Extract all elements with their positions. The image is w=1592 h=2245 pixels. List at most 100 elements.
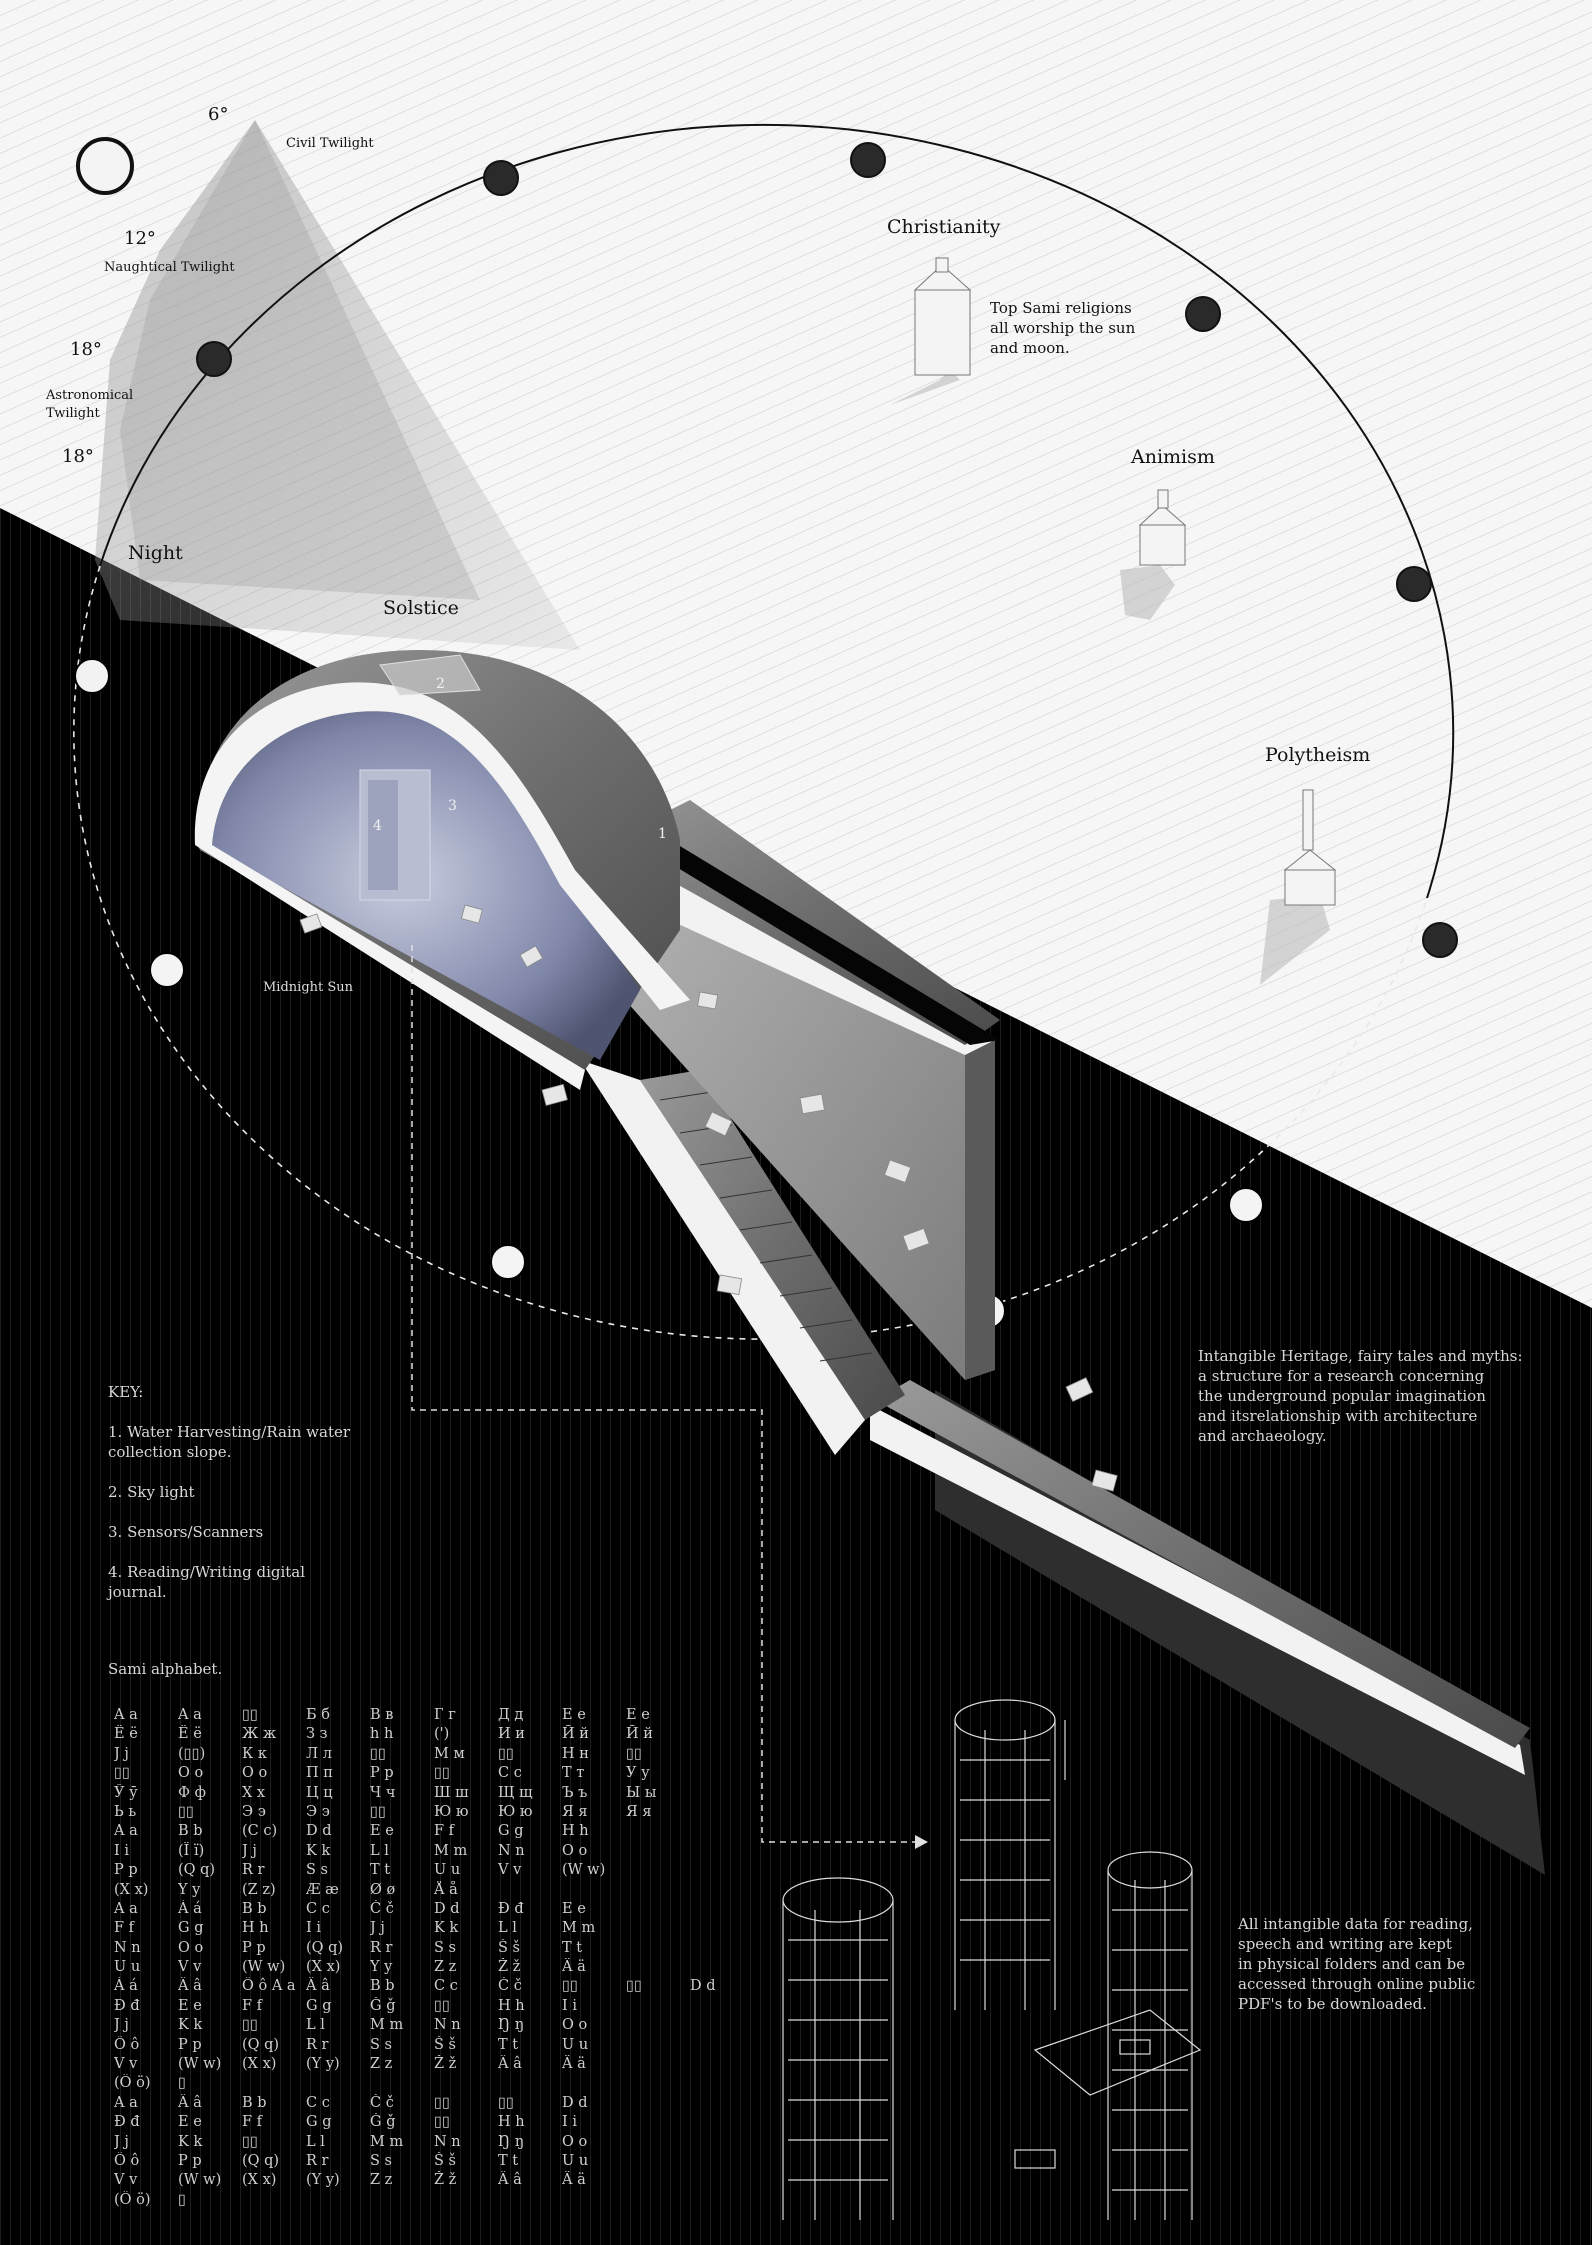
alphabet-letter: Á á xyxy=(114,1978,138,1995)
leader-arrowhead xyxy=(915,1835,928,1849)
alphabet-letter: ▯▯ xyxy=(498,2094,514,2111)
moon-phase-3-icon xyxy=(1185,296,1221,332)
alphabet-letter: V v xyxy=(498,1862,522,1879)
water-channel xyxy=(640,840,1000,1045)
alphabet-letter: ▯▯ xyxy=(242,1707,258,1723)
alphabet-letter: ▯▯ xyxy=(434,2114,450,2131)
astronomical-label: Astronomical xyxy=(46,388,134,403)
paper-page xyxy=(884,1159,912,1184)
dome-floor-edge xyxy=(195,845,585,1090)
alphabet-letter: F f xyxy=(434,1823,455,1840)
twilight-label: Twilight xyxy=(46,406,100,421)
moon-phase-5-icon xyxy=(1422,922,1458,958)
alphabet-letter: D d xyxy=(434,1900,460,1917)
moon-phase-7-icon xyxy=(74,658,110,694)
alphabet-letter: Â â xyxy=(306,1978,330,1995)
description-line: the underground popular imagination xyxy=(1198,1387,1486,1405)
paper-page xyxy=(541,1083,568,1106)
ramp-slab-edge xyxy=(870,1405,1525,1775)
alphabet-letter: I i xyxy=(114,1842,129,1859)
scanner-tower-side xyxy=(368,780,398,890)
alphabet-letter: Æ æ xyxy=(306,1881,339,1898)
alphabet-letter: Ч ч xyxy=(370,1784,396,1801)
key-title: KEY: xyxy=(108,1383,144,1401)
alphabet-letter: Я я xyxy=(626,1803,652,1820)
floating-papers xyxy=(299,904,1118,1492)
alphabet-letter: Ž ž xyxy=(498,1959,521,1976)
alphabet-letter: U u xyxy=(562,2036,589,2053)
alphabet-letter: ▯ xyxy=(178,2075,186,2092)
alphabet-letter: M m xyxy=(562,1920,596,1937)
description-line: and archaeology. xyxy=(1198,1427,1327,1445)
alphabet-letter: M m xyxy=(434,1842,468,1859)
alphabet-letter: Ъ ъ xyxy=(562,1784,588,1801)
alphabet-letter: R r xyxy=(242,1862,265,1879)
alphabet-letter: N n xyxy=(498,1842,525,1859)
alphabet-letter: Л л xyxy=(306,1745,332,1762)
religion-note-line: and moon. xyxy=(990,339,1070,357)
marker-3: 3 xyxy=(448,798,457,814)
key-item-line: collection slope. xyxy=(108,1443,232,1461)
alphabet-letter: C c xyxy=(306,2094,330,2111)
alphabet-letter: H h xyxy=(562,1823,589,1840)
alphabet-letter: T t xyxy=(498,2036,519,2053)
alphabet-letter: B b xyxy=(370,1978,395,1995)
church-polytheism-icon xyxy=(1260,789,1337,985)
church-roof xyxy=(1283,849,1337,871)
alphabet-letter: Й й xyxy=(626,1726,653,1743)
alphabet-letter: Ž ž xyxy=(434,2172,457,2189)
alphabet-letter: ▯▯ xyxy=(178,1803,194,1820)
alphabet-letter: Â â xyxy=(498,2172,522,2189)
alphabet-letter: (Ï ï) xyxy=(178,1842,205,1859)
alphabet-letter: ▯▯ xyxy=(434,2094,450,2111)
alphabet-letter: N n xyxy=(434,2133,461,2150)
alphabet-letter: S s xyxy=(370,2152,392,2169)
alphabet-letter: T t xyxy=(498,2152,519,2169)
alphabet-letter: Đ đ xyxy=(498,1900,524,1917)
alphabet-letter: I i xyxy=(562,1997,577,2014)
moon-phase-9-icon xyxy=(490,1244,526,1280)
alphabet-letter: Б б xyxy=(306,1707,330,1723)
alphabet-letter: Å å xyxy=(434,1881,458,1898)
key-item-line: 2. Sky light xyxy=(108,1483,195,1501)
alphabet-letter: A a xyxy=(178,1707,202,1723)
paper-page xyxy=(704,1111,733,1137)
key-item-4: 4. Reading/Writing digital journal. xyxy=(108,1562,408,1602)
alphabet-letter: (W w) xyxy=(178,2056,222,2073)
alphabet-letter: Ь ь xyxy=(114,1803,137,1820)
description-line: and itsrelationship with architecture xyxy=(1198,1407,1478,1425)
alphabet-letter: Ы ы xyxy=(626,1784,657,1801)
alphabet-letter: (Q q) xyxy=(306,1939,344,1956)
alphabet-letter: N n xyxy=(434,2017,461,2034)
alphabet-letter: К к xyxy=(242,1745,267,1762)
alphabet-letter: ▯▯ xyxy=(626,1745,642,1762)
alphabet-letter: E e xyxy=(178,1997,202,2014)
solstice-label: Solstice xyxy=(383,597,459,619)
alphabet-letter: J j xyxy=(370,1920,385,1937)
alphabet-letter: L l xyxy=(306,2133,325,2150)
description-line: PDF's to be downloaded. xyxy=(1238,1995,1427,2013)
midnight-sun-label: Midnight Sun xyxy=(263,980,354,995)
alphabet-letter: G g xyxy=(306,1997,332,2014)
alphabet-letter: ▯▯ xyxy=(562,1978,578,1995)
shadow xyxy=(890,370,960,405)
paper-page xyxy=(1091,1469,1118,1492)
alphabet-letter: I i xyxy=(562,2114,577,2131)
key-item-line: journal. xyxy=(108,1583,167,1601)
alphabet-letter: ▯▯ xyxy=(370,1803,386,1820)
alphabet-letter: ▯▯ xyxy=(242,2133,258,2150)
church-body xyxy=(914,289,971,376)
alphabet-letter: G g xyxy=(178,1920,204,1937)
stair-steps xyxy=(659,1091,873,1362)
alphabet-letter: Й й xyxy=(562,1726,589,1743)
alphabet-letter: A a xyxy=(114,1900,138,1917)
alphabet-letter: V v xyxy=(114,2172,138,2189)
alphabet-letter: Č č xyxy=(370,1900,394,1917)
